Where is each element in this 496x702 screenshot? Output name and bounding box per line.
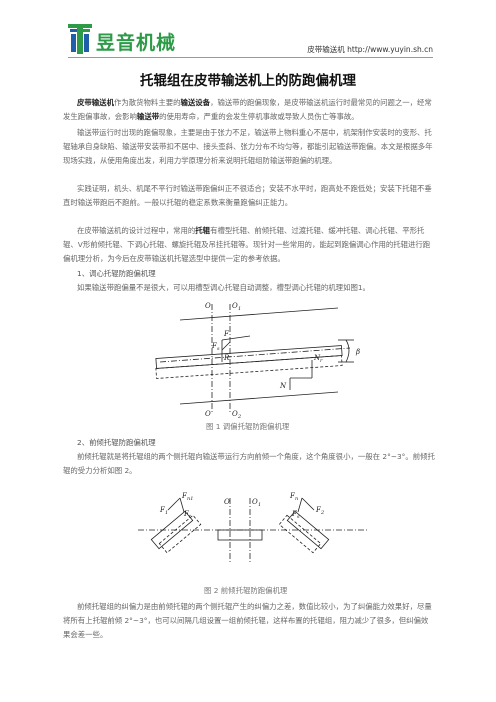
fig2-label-O1-sub: 1	[258, 502, 261, 508]
fig2-label-Fn1-sub: n1	[187, 496, 193, 502]
figure-1-diagram: O O 1 O O 2 F F s R N r N β	[155, 302, 360, 418]
fig2-label-F2: F	[315, 506, 322, 514]
keyword-conveyor-belt[interactable]: 输送带	[136, 111, 160, 121]
figure-2-diagram: F 1 F n1 F t O O 1 F n F 2 F s	[138, 492, 368, 564]
fig1-label-O1-sub: 1	[238, 306, 241, 312]
fig1-label-Fs: F	[211, 342, 218, 350]
company-logo: 昱音机械	[68, 24, 198, 60]
paragraph-practice: 实践证明，机头、机尾不平行时输送带跑偏纠正不很适合；安装不水平时，跑高处不跑低处…	[63, 184, 432, 207]
fig1-label-O: O	[205, 302, 211, 310]
fig2-label-Fn-sub: n	[295, 496, 298, 502]
fig2-label-F1: F	[159, 506, 166, 514]
figure-1-caption: 图 1 调偏托辊防跑偏机理	[206, 422, 290, 431]
fig2-label-Fn: F	[289, 492, 296, 500]
fig2-label-Fn1: F	[181, 492, 188, 500]
paragraph-section-2: 前倾托辊就是将托辊组的两个侧托辊向输送带运行方向前倾一个角度，这个角度很小，一般…	[63, 452, 435, 475]
text-span: 在皮带输送机的设计过程中，常用的	[77, 226, 196, 235]
text-span: 有槽型托辊、前倾托辊、过渡托辊、缓冲托辊、调心托辊、平形托辊、V形前倾托辊、下调…	[63, 226, 431, 263]
fig2-label-F2-sub: 2	[320, 510, 324, 516]
fig1-label-beta: β	[355, 348, 360, 356]
logo-mark-icon	[68, 24, 92, 54]
fig1-label-O1: O	[232, 302, 238, 310]
fig2-label-F1-sub: 1	[165, 510, 168, 516]
fig1-label-R: R	[223, 354, 230, 362]
logo-text: 昱音机械	[96, 32, 177, 54]
text-span: 的使用寿命，严重的会发生停机事故或导致人员伤亡等事故。	[159, 111, 359, 121]
page-header: 昱音机械 皮带输送机 http://www.yuyin.sh.cn	[0, 0, 496, 62]
fig2-label-O1: O	[252, 498, 258, 506]
section-heading-1: 1、调心托辊防跑偏机理	[77, 269, 156, 278]
fig1-label-N: N	[279, 382, 287, 390]
fig1-label-O-bottom: O	[205, 410, 211, 418]
fig1-label-Fs-sub: s	[217, 346, 220, 352]
site-link[interactable]: 皮带输送机 http://www.yuyin.sh.cn	[307, 45, 433, 54]
paragraph-idler-types: 在皮带输送机的设计过程中，常用的托辊有槽型托辊、前倾托辊、过渡托辊、缓冲托辊、调…	[63, 224, 435, 265]
figure-2: F 1 F n1 F t O O 1 F n F 2 F s	[138, 490, 368, 570]
keyword-idler[interactable]: 托辊	[195, 226, 211, 235]
text-span: 作为散货物料主要的	[113, 98, 181, 107]
text-span: ，输送带的跑偏现象，是皮带输送机运行时最常见的问题之一，经常发生跑偏事故，会影响	[63, 98, 432, 121]
figure-2-caption: 图 2 前倾托辊防跑偏机理	[204, 586, 288, 595]
fig2-label-Fs-sub: s	[297, 514, 300, 520]
fig2-label-Ft: F	[183, 510, 190, 518]
figure-1: O O 1 O O 2 F F s R N r N β	[150, 300, 372, 418]
fig2-label-Fs: F	[291, 510, 298, 518]
paragraph-causes: 输送带运行时出现的跑偏现象，主要是由于张力不足，输送带上物料重心不居中，机架制作…	[63, 128, 433, 165]
fig1-label-Nr-sub: r	[320, 358, 323, 364]
header-divider	[68, 57, 433, 58]
fig2-label-Ft-sub: t	[189, 514, 192, 520]
fig1-label-F: F	[223, 330, 230, 338]
fig1-label-O2-sub: 2	[237, 414, 241, 418]
paragraph-intro: 皮带输送机作为散货物料主要的输送设备，输送带的跑偏现象，是皮带输送机运行时最常见…	[63, 96, 435, 124]
keyword-conveying-equipment[interactable]: 输送设备	[180, 98, 211, 107]
paragraph-section-1: 如果输送带跑偏量不是很大，可以用槽型调心托辊自动调整，槽型调心托辊的机理如图1。	[77, 283, 370, 292]
fig1-label-O2: O	[232, 410, 238, 418]
keyword-belt-conveyor[interactable]: 皮带输送机	[77, 98, 114, 107]
fig1-label-Nr: N	[313, 354, 321, 362]
fig2-label-O: O	[224, 498, 230, 506]
section-heading-2: 2、前倾托辊防跑偏机理	[77, 438, 156, 447]
page-title: 托辊组在皮带输送机上的防跑偏机理	[140, 73, 356, 89]
paragraph-conclusion: 前倾托辊组的纠偏力是由前倾托辊的两个侧托辊产生的纠偏力之差，数值比较小，为了纠偏…	[63, 602, 432, 639]
